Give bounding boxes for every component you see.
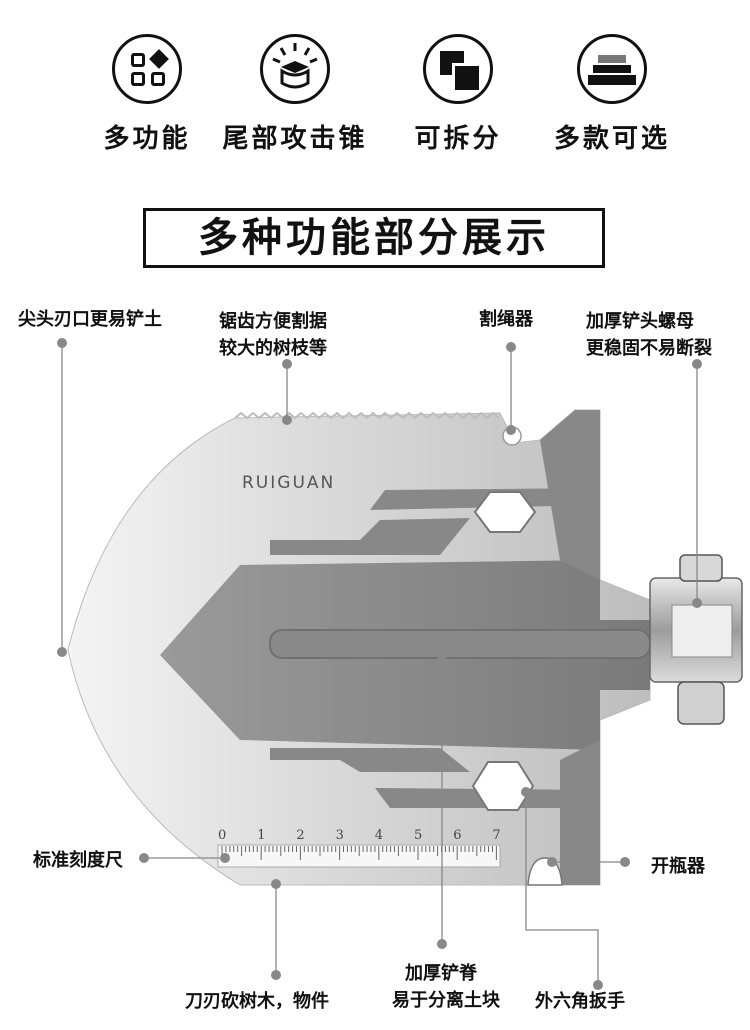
annotation-spine: 加厚铲脊 易于分离土块 xyxy=(392,963,500,1011)
ruler-number: 4 xyxy=(374,828,384,843)
feature-multi-function: 多功能 xyxy=(72,34,222,155)
section-title: 多种功能部分展示 xyxy=(143,208,605,268)
brand-logo: RUIGUAN xyxy=(242,473,336,493)
annotation-bottle-opener: 开瓶器 xyxy=(651,856,705,877)
annotation-edge: 刀刃砍树木，物件 xyxy=(185,991,329,1012)
hex-wrench-hole xyxy=(471,761,535,811)
ruler-number: 1 xyxy=(257,828,266,843)
handle-bolt-top xyxy=(679,554,723,582)
ruler-numbers: 0 1 2 3 4 5 6 7 xyxy=(214,828,514,844)
feature-label: 可拆分 xyxy=(414,124,502,154)
ruler-number: 3 xyxy=(335,828,344,843)
annotation-ruler: 标准刻度尺 xyxy=(33,850,123,871)
spine-ridge xyxy=(269,629,651,659)
detachable-icon xyxy=(423,34,493,104)
ruler-number: 6 xyxy=(453,828,462,843)
annotation-tip: 尖头刃口更易铲土 xyxy=(18,309,162,330)
feature-label: 多款可选 xyxy=(553,124,670,154)
ruler-number: 2 xyxy=(296,828,305,843)
ruler-number: 5 xyxy=(414,828,423,843)
feature-label: 尾部攻击锥 xyxy=(222,124,368,154)
leader-hex xyxy=(525,792,599,985)
hex-hole-upper xyxy=(473,491,537,533)
ruler-number: 7 xyxy=(492,828,501,843)
feature-label: 多功能 xyxy=(103,124,191,154)
feature-detachable: 可拆分 xyxy=(383,34,533,155)
handle-nut-bottom xyxy=(677,681,725,725)
upper-stripe xyxy=(270,518,470,555)
feature-multiple-styles: 多款可选 xyxy=(537,34,687,155)
feature-tail-hammer: 尾部攻击锥 xyxy=(220,34,370,155)
tail-hammer-icon xyxy=(260,34,330,104)
annotation-saw: 锯齿方便割据较大的树枝等 xyxy=(219,311,327,359)
lower-stripe xyxy=(270,748,470,772)
ruler-number: 0 xyxy=(218,828,227,843)
multiple-styles-icon xyxy=(577,34,647,104)
annotation-nut: 加厚铲头螺母更稳固不易断裂 xyxy=(586,311,712,359)
annotation-hex-wrench: 外六角扳手 xyxy=(535,991,625,1012)
saw-teeth xyxy=(234,411,500,420)
multi-function-icon xyxy=(112,34,182,104)
annotation-rope-cutter: 割绳器 xyxy=(479,309,533,330)
